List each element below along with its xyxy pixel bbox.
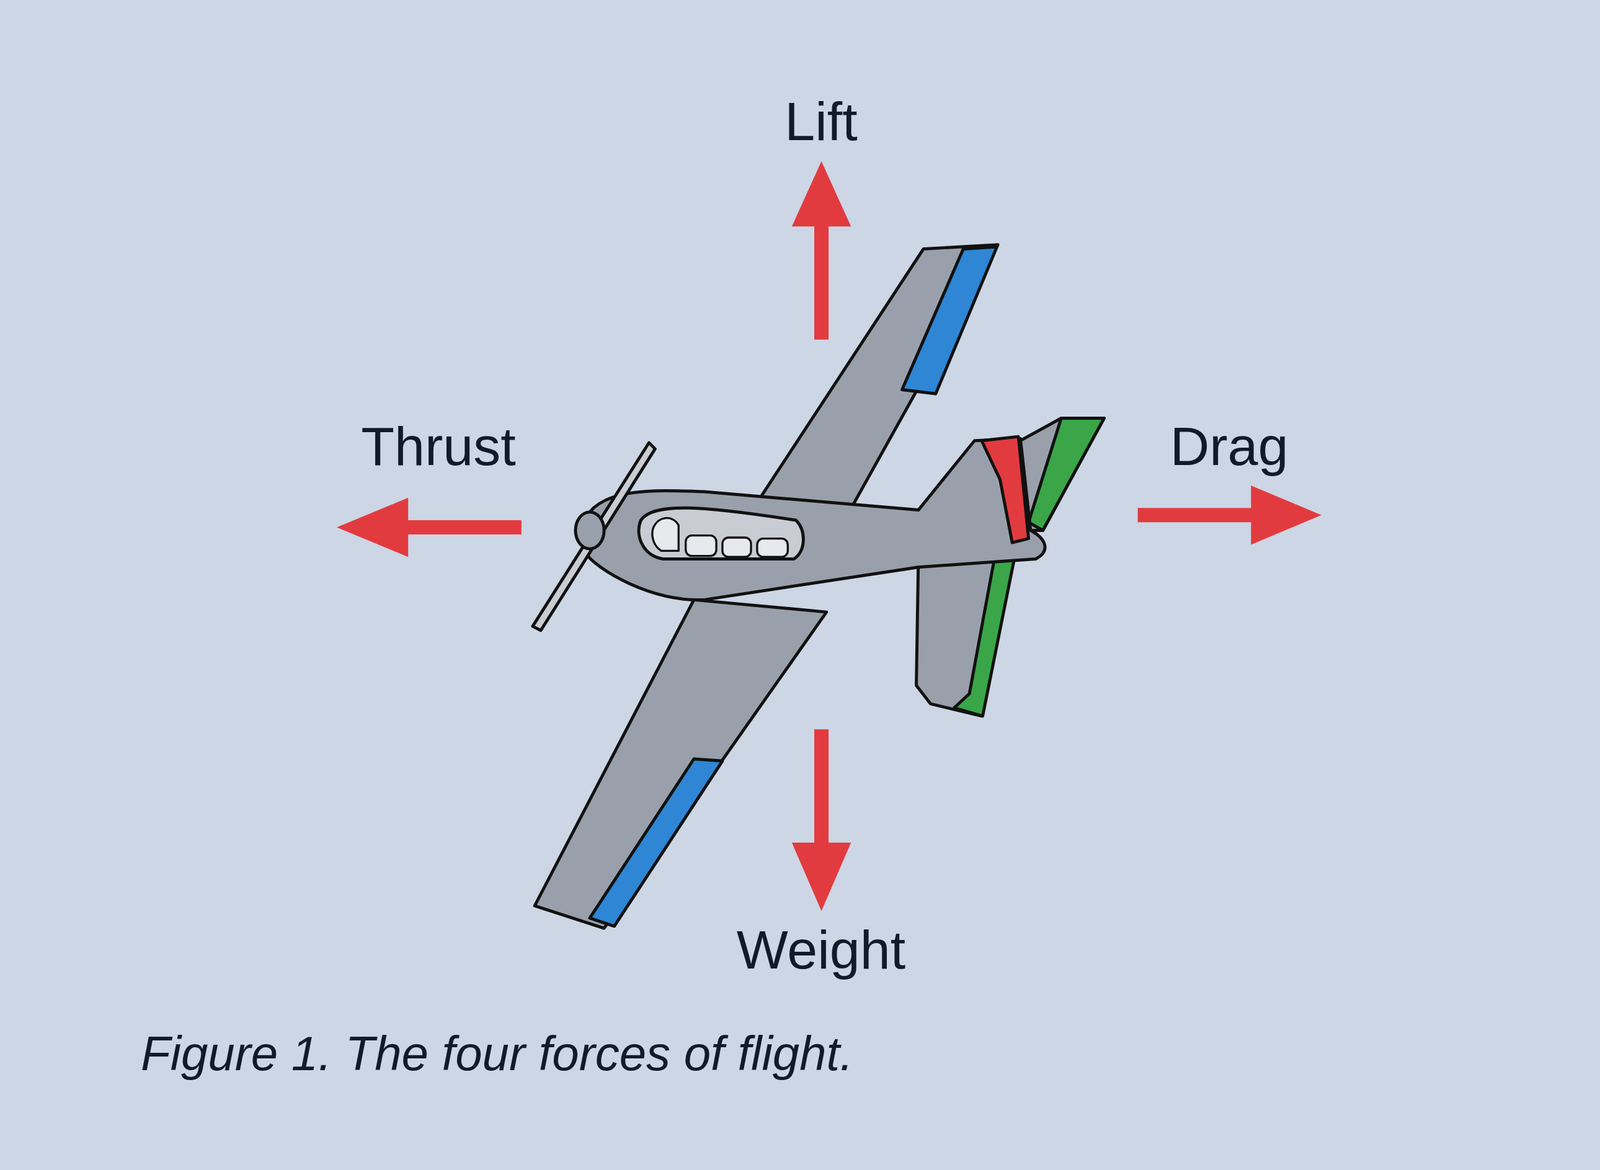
fuselage xyxy=(583,438,1045,600)
window xyxy=(722,537,752,557)
spinner xyxy=(575,512,605,549)
weight-arrow xyxy=(791,729,851,912)
window xyxy=(757,538,788,558)
upper-stabilizer xyxy=(1020,418,1104,531)
drag-arrow xyxy=(1137,485,1322,545)
thrust-arrow xyxy=(336,497,522,557)
propeller xyxy=(532,442,655,631)
force-label: Weight xyxy=(736,922,906,978)
window xyxy=(652,517,679,551)
upper-aileron xyxy=(902,246,998,394)
force-label: Drag xyxy=(1170,419,1289,474)
lift-arrow xyxy=(791,161,851,340)
rudder xyxy=(981,436,1029,543)
window xyxy=(685,535,717,557)
canopy xyxy=(638,507,804,559)
lower-elevator xyxy=(953,553,1016,717)
figure-caption: Figure 1. The four forces of flight. xyxy=(140,1029,854,1078)
force-label: Thrust xyxy=(360,419,516,474)
force-label: Lift xyxy=(784,94,858,149)
lower-aileron xyxy=(589,759,723,927)
upper-elevator xyxy=(1028,418,1105,531)
lower-wing xyxy=(534,599,827,929)
